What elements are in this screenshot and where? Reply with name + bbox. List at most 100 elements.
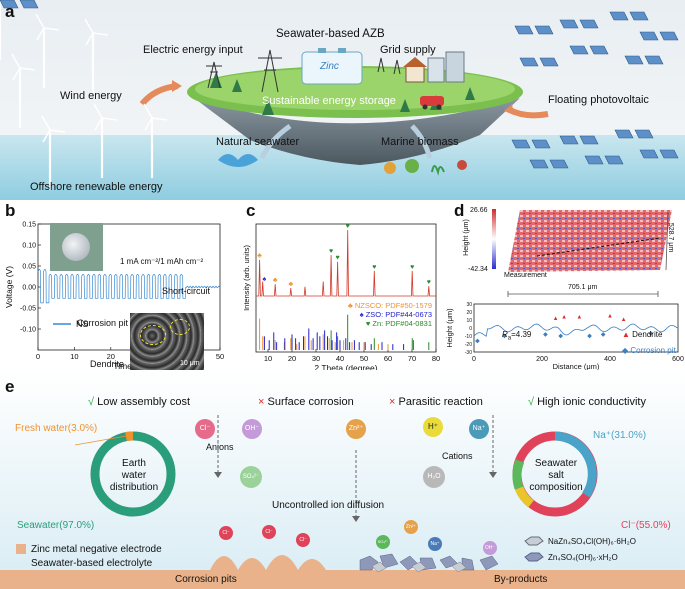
ns-series-line (37, 269, 221, 304)
energy-storage-label: Sustainable energy storage (262, 95, 396, 107)
corrosion-pit-label-d: Corrosion pit (630, 346, 676, 355)
dendrite-legend-d: ▲ Dendrite (622, 330, 662, 339)
voltage-chart: 01020304050-0.10-0.050.000.050.100.15Tim… (4, 222, 224, 371)
phase-marker: ♣ (273, 277, 278, 284)
pylon-icons (206, 49, 401, 93)
ion-cl-pit-3: Cl⁻ (296, 533, 310, 547)
y-tick-label: -0.10 (20, 327, 36, 334)
salt-ring-center: Seawater salt composition (526, 458, 586, 494)
car-icon (420, 96, 444, 106)
seawater-pct-label: Seawater(97.0%) (17, 520, 95, 531)
colorbar-label: Height (μm) (462, 219, 470, 256)
sem-scale-label: 10 μm (180, 360, 200, 367)
check-icon: √ (88, 396, 95, 408)
ra-value: =4.39 (511, 330, 532, 339)
earth-line3: distribution (109, 482, 159, 493)
y-tick-label: -10 (465, 334, 472, 340)
panel-c-letter: c (246, 201, 256, 220)
zinc-logo-text: Zinc (320, 61, 339, 72)
height-max: 26.66 (470, 207, 488, 214)
dendrite-marker: ▲ (607, 314, 613, 320)
cross-icon: × (258, 396, 265, 408)
x-tick-label: 60 (384, 354, 392, 363)
salt-line2: salt (548, 470, 564, 481)
coin-photo (50, 223, 103, 271)
x-axis-label: Time (h) (113, 361, 144, 370)
ion-h2o: H₂O (423, 466, 445, 488)
ion-oh-bottom: OH⁻ (483, 541, 497, 555)
island-rock (190, 95, 520, 165)
ion-h-top: H⁺ (423, 417, 443, 437)
uncontrolled-label: Uncontrolled ion diffusion (272, 500, 385, 511)
ion-cl-pit-2: Cl⁻ (262, 525, 276, 539)
product1-label: NaZn₄SO₄Cl(OH)₆·6H₂O (548, 537, 636, 546)
parasitic-label: × Parasitic reaction (389, 396, 483, 408)
measurement-label: Measurement (504, 272, 547, 279)
y-tick-label: 10 (466, 318, 472, 324)
solar-panel-icons (0, 0, 679, 169)
pit-icon: ◆ (622, 346, 629, 355)
phase-marker: ♥ (372, 264, 376, 271)
dendrite-marker: ▲ (561, 314, 567, 320)
y-tick-label: -30 (465, 350, 472, 356)
electrolyte-legend-label: Seawater-based electrolyte (31, 558, 153, 569)
x-tick-label: 200 (536, 356, 548, 363)
pit-marker: ◆ (587, 334, 592, 340)
corrosion-pits-label: Corrosion pits (175, 574, 237, 585)
cations-label: Cations (442, 451, 473, 461)
dendrite-label-b: Dendrite (90, 359, 125, 369)
ion-cl-top: Cl⁻ (195, 419, 215, 439)
x-tick-label: 40 (336, 354, 344, 363)
phase-marker: ♠ (263, 276, 267, 283)
dendrite-icon: ▲ (622, 330, 630, 339)
anions-label: Anions (206, 442, 234, 452)
phase-marker: ♥ (329, 248, 333, 255)
ion-cl-pit-1: Cl⁻ (219, 526, 233, 540)
cross-icon-2: × (389, 396, 396, 408)
electric-input-label: Electric energy input (143, 44, 243, 56)
afm-surface (508, 210, 672, 272)
pit-marker: ◆ (475, 338, 480, 344)
corrosion-legend-d: ◆ Corrosion pit (622, 346, 676, 355)
phase-marker: ♥ (336, 255, 340, 262)
panel-b: b 01020304050-0.10-0.050.000.050.100.15T… (0, 200, 230, 370)
seawater-splash-icon (218, 154, 258, 167)
y-axis-label: Intensity (arb. units) (242, 245, 251, 311)
ion-zn-top: Zn²⁺ (346, 419, 366, 439)
parasitic-text: Parasitic reaction (398, 396, 483, 408)
current-annotation: 1 mA cm⁻²/1 mAh cm⁻² (120, 257, 204, 266)
grid-supply-label: Grid supply (380, 44, 436, 56)
na-pct-label: Na⁺(31.0%) (593, 430, 647, 441)
x-tick-label: 50 (216, 352, 224, 361)
product2-label: Zn₄SO₄(OH)₆·xH₂O (548, 553, 618, 562)
panel-d-letter: d (454, 201, 465, 220)
dendrite-marker: ▲ (576, 314, 582, 320)
y-tick-label: 20 (466, 310, 472, 316)
low-cost-label: √ Low assembly cost (88, 396, 190, 408)
x-tick-label: 80 (432, 354, 440, 363)
xrd-pattern-line (256, 229, 436, 297)
corrosion-pit-label-b: Corrosion pit (77, 318, 129, 328)
ion-zn-bottom: Zn²⁺ (404, 520, 418, 534)
ion-na-bottom: Na⁺ (428, 537, 442, 551)
phase-marker: ♥ (427, 279, 431, 286)
y-axis-label: Height (μm) (445, 308, 454, 348)
y-tick-label: 0 (469, 326, 472, 332)
measurement-line (536, 237, 661, 257)
x-tick-label: 400 (604, 356, 616, 363)
panel-a-illustration (0, 0, 685, 200)
pit-marker: ◆ (543, 332, 548, 338)
afm-3d-map (492, 209, 672, 297)
phase-marker: ♣ (289, 281, 294, 288)
pit-marker: ◆ (648, 331, 653, 337)
y-tick-label: 0.05 (22, 264, 36, 271)
legend-label-ns: NS (76, 319, 89, 329)
x-tick-label: 10 (70, 352, 78, 361)
legend-entry-2: ♥ Zn: PDF#04-0831 (366, 319, 432, 328)
ion-so4-bottom: SO₄²⁻ (376, 535, 390, 549)
zinc-electrode (0, 555, 685, 589)
ra-symbol: R (502, 330, 508, 339)
x-axis-label: 2 Theta (degree) (314, 363, 377, 370)
y-tick-label: -20 (465, 342, 472, 348)
